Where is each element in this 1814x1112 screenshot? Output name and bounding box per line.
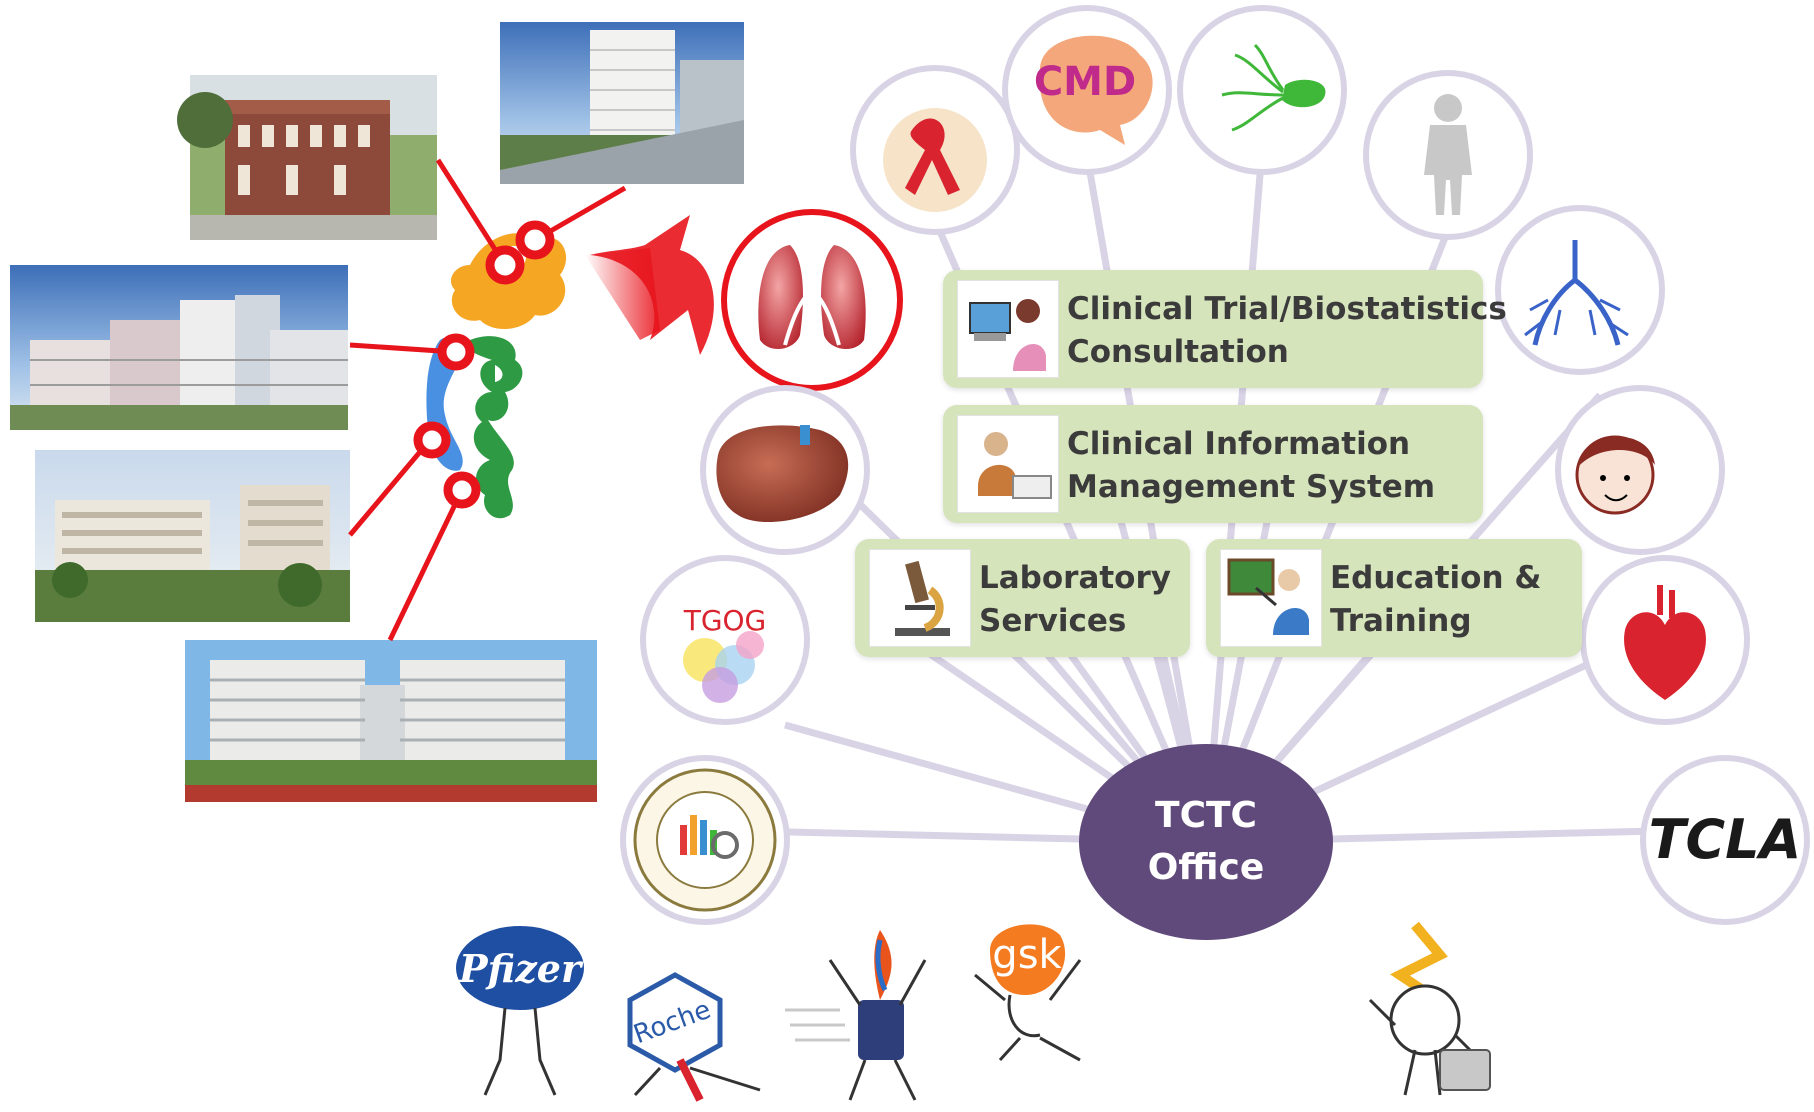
- cmd-brain-circle: CMD: [1002, 5, 1172, 175]
- service-laboratory-line1: Laboratory: [979, 560, 1171, 596]
- briefcase-character: [1368, 921, 1491, 1096]
- service-box-education: Education & Training: [1206, 539, 1582, 657]
- hospital-photo-5: [185, 640, 597, 802]
- service-education-line2: Training: [1330, 603, 1472, 639]
- teacher-icon: [1220, 549, 1322, 647]
- cmd-logo-text: CMD: [1034, 59, 1136, 105]
- tgog-circle: TGOG: [640, 555, 810, 725]
- service-consultation-line2: Consultation: [1067, 334, 1289, 370]
- information-system-icon: [957, 415, 1059, 513]
- roche-character: Roche: [627, 972, 761, 1102]
- hospital-markers: [413, 220, 555, 509]
- service-laboratory-line2: Services: [979, 603, 1127, 639]
- gsk-character: gsk: [974, 924, 1082, 1062]
- consultation-icon: [957, 280, 1059, 378]
- service-information-system-line1: Clinical Information: [1067, 426, 1411, 462]
- hospital-photo-1: [177, 75, 437, 240]
- heart-circle: [1580, 555, 1750, 725]
- service-box-laboratory: Laboratory Services: [855, 539, 1190, 657]
- office-title-line1: TCTC: [1155, 795, 1257, 836]
- microscope-icon: [869, 549, 971, 647]
- child-circle: [1555, 385, 1725, 555]
- gsk-logo-text: gsk: [992, 932, 1062, 978]
- runner-character: [785, 930, 927, 1101]
- red-lungs-circle: [721, 209, 903, 391]
- office-title-line2: Office: [1147, 847, 1265, 888]
- infectious-disease-consortium-circle: [620, 755, 790, 925]
- aids-ribbon-circle: [850, 65, 1020, 235]
- human-body-circle: [1363, 70, 1533, 240]
- service-consultation-line1: Clinical Trial/Biostatistics: [1067, 291, 1507, 327]
- hospital-photo-2: [500, 22, 744, 184]
- pfizer-character: Pfizer: [456, 926, 584, 1096]
- liver-circle: [700, 385, 870, 555]
- pfizer-logo-text: Pfizer: [458, 946, 584, 991]
- tcla-logo-text: TCLA: [1649, 808, 1802, 871]
- red-curved-arrow: [585, 215, 714, 355]
- tctc-office-node: TCTC Office: [1079, 744, 1333, 940]
- tcla-circle: TCLA: [1640, 755, 1810, 925]
- service-box-consultation: Clinical Trial/Biostatistics Consultatio…: [943, 270, 1507, 388]
- lungs-blue-circle: [1495, 205, 1665, 375]
- bacteria-circle: [1177, 5, 1347, 175]
- service-box-information-system: Clinical Information Management System: [943, 405, 1483, 523]
- tgog-logo-text: TGOG: [683, 604, 767, 637]
- service-education-line1: Education &: [1330, 560, 1542, 596]
- hospital-photo-4: [35, 450, 350, 622]
- service-information-system-line2: Management System: [1067, 469, 1436, 505]
- hospital-photo-3: [10, 265, 348, 430]
